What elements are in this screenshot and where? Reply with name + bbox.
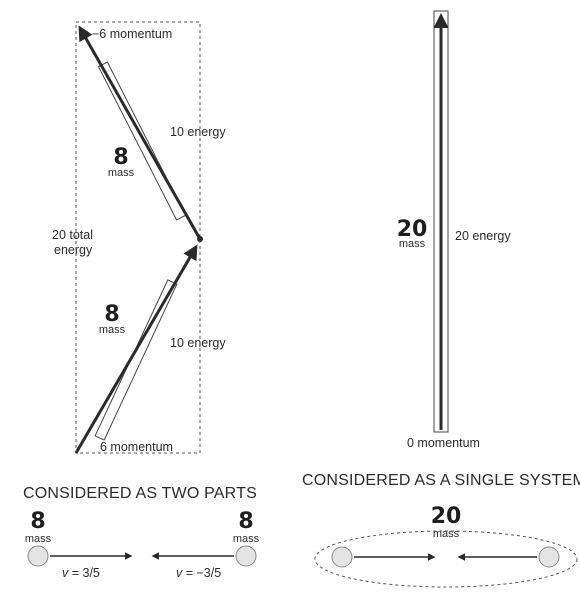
single-system-heading: CONSIDERED AS A SINGLE SYSTEM <box>302 472 580 489</box>
system-energy-label: 20 energy <box>455 229 511 243</box>
total-energy-line1: 20 total <box>52 228 93 242</box>
system-mass-unit: mass <box>399 238 426 250</box>
particle-right <box>235 545 257 567</box>
top-mass-bar <box>97 61 187 221</box>
particle-right-velocity-label: v = −3/5 <box>176 566 221 580</box>
top-energy-label: 10 energy <box>170 125 226 139</box>
particle-left-velocity-label: v = 3/5 <box>62 566 100 580</box>
top-momentum-label: −6 momentum <box>92 27 172 41</box>
particle-left-mass-number: 8 <box>30 509 45 534</box>
system-particle-right <box>538 546 560 568</box>
bottom-energy-label: 10 energy <box>170 336 226 350</box>
system-mass-number: 20 <box>397 217 428 242</box>
bottom-mass-unit: mass <box>99 324 126 336</box>
particle-right-mass-unit: mass <box>233 533 260 545</box>
particle-left-mass-unit: mass <box>25 533 52 545</box>
single-system-panel: 20 mass 20 energy 0 momentum CONSIDERED … <box>302 10 580 588</box>
two-parts-heading: CONSIDERED AS TWO PARTS <box>23 485 257 502</box>
top-vector-arrow <box>78 25 202 240</box>
particle-right-mass-number: 8 <box>238 509 253 534</box>
system-bottom-mass-unit: mass <box>433 528 460 540</box>
two-parts-dashed-box <box>75 21 201 454</box>
bottom-momentum-label: 6 momentum <box>100 440 173 454</box>
particle-left <box>27 545 49 567</box>
system-momentum-label: 0 momentum <box>407 436 480 450</box>
top-mass-number: 8 <box>113 145 128 170</box>
total-energy-line2: energy <box>54 243 93 257</box>
bottom-mass-number: 8 <box>104 302 119 327</box>
system-mass-bar <box>433 10 449 433</box>
bottom-vector-arrow <box>74 244 198 454</box>
two-parts-panel: −6 momentum 8 mass 10 energy 20 total en… <box>23 21 260 580</box>
top-mass-unit: mass <box>108 167 135 179</box>
system-bottom-mass-number: 20 <box>431 504 462 529</box>
system-particle-left <box>331 546 353 568</box>
system-dashed-ellipse <box>314 530 578 588</box>
junction-dot <box>197 236 203 242</box>
